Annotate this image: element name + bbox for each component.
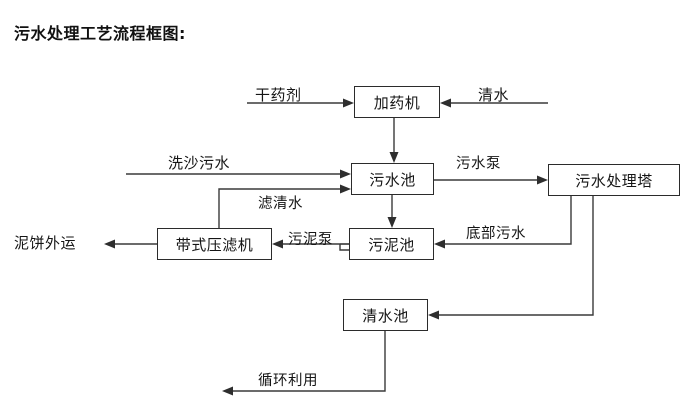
wire-bottom-sewage-to-sludge-pool bbox=[442, 196, 572, 245]
arrowhead-sewage-to-sludge bbox=[387, 217, 397, 228]
edge-label-bottom-sewage: 底部污水 bbox=[466, 226, 526, 242]
wire-clear-water-recycle bbox=[230, 331, 386, 392]
arrowhead-dosing-to-sewage-pool bbox=[389, 152, 399, 163]
arrowhead-dry-chemical bbox=[343, 98, 354, 108]
node-belt-filter-press-label: 带式压滤机 bbox=[175, 235, 254, 254]
wire-sludge-to-press bbox=[339, 244, 349, 251]
terminal-sand-washing-sewage: 洗沙污水 bbox=[168, 154, 231, 172]
node-dosing-machine-label: 加药机 bbox=[373, 93, 421, 112]
arrowhead-mud-cake bbox=[104, 239, 115, 249]
edge-label-filtered-clear-water: 滤清水 bbox=[258, 196, 303, 212]
node-sewage-pool-label: 污水池 bbox=[369, 170, 416, 189]
node-sludge-pool-label: 污泥池 bbox=[368, 235, 415, 254]
arrowhead-sludge-pump bbox=[272, 239, 283, 249]
node-clear-water-pool-label: 清水池 bbox=[362, 306, 409, 325]
arrowhead-clean-water bbox=[440, 98, 451, 108]
edge-label-sewage-pump: 污水泵 bbox=[456, 156, 501, 172]
node-sewage-pool[interactable]: 污水池 bbox=[351, 163, 434, 195]
arrowhead-bottom-sewage bbox=[434, 239, 445, 249]
node-treatment-tower-label: 污水处理塔 bbox=[575, 171, 653, 190]
arrowhead-filtered-water bbox=[340, 184, 351, 194]
arrowhead-recycle bbox=[222, 386, 233, 396]
wire-filtered-water-to-sewage-pool bbox=[218, 188, 343, 228]
arrowhead-clear-water-pool bbox=[428, 310, 439, 320]
node-treatment-tower[interactable]: 污水处理塔 bbox=[548, 164, 680, 196]
wire-tower-to-clear-water-pool bbox=[436, 196, 594, 316]
arrowhead-sewage-pump bbox=[537, 175, 548, 185]
terminal-dry-chemical: 干药剂 bbox=[255, 86, 302, 104]
terminal-clean-water-input: 清水 bbox=[478, 86, 510, 104]
node-clear-water-pool[interactable]: 清水池 bbox=[343, 299, 428, 331]
edge-label-sludge-pump: 污泥泵 bbox=[288, 232, 333, 248]
node-dosing-machine[interactable]: 加药机 bbox=[354, 86, 440, 118]
edge-label-recycle-reuse: 循环利用 bbox=[258, 373, 318, 389]
arrowhead-sand-washing bbox=[340, 169, 351, 179]
terminal-mud-cake-outbound: 泥饼外运 bbox=[14, 234, 77, 252]
node-sludge-pool[interactable]: 污泥池 bbox=[349, 228, 434, 260]
node-belt-filter-press[interactable]: 带式压滤机 bbox=[157, 228, 272, 260]
page-title: 污水处理工艺流程框图: bbox=[14, 24, 186, 43]
